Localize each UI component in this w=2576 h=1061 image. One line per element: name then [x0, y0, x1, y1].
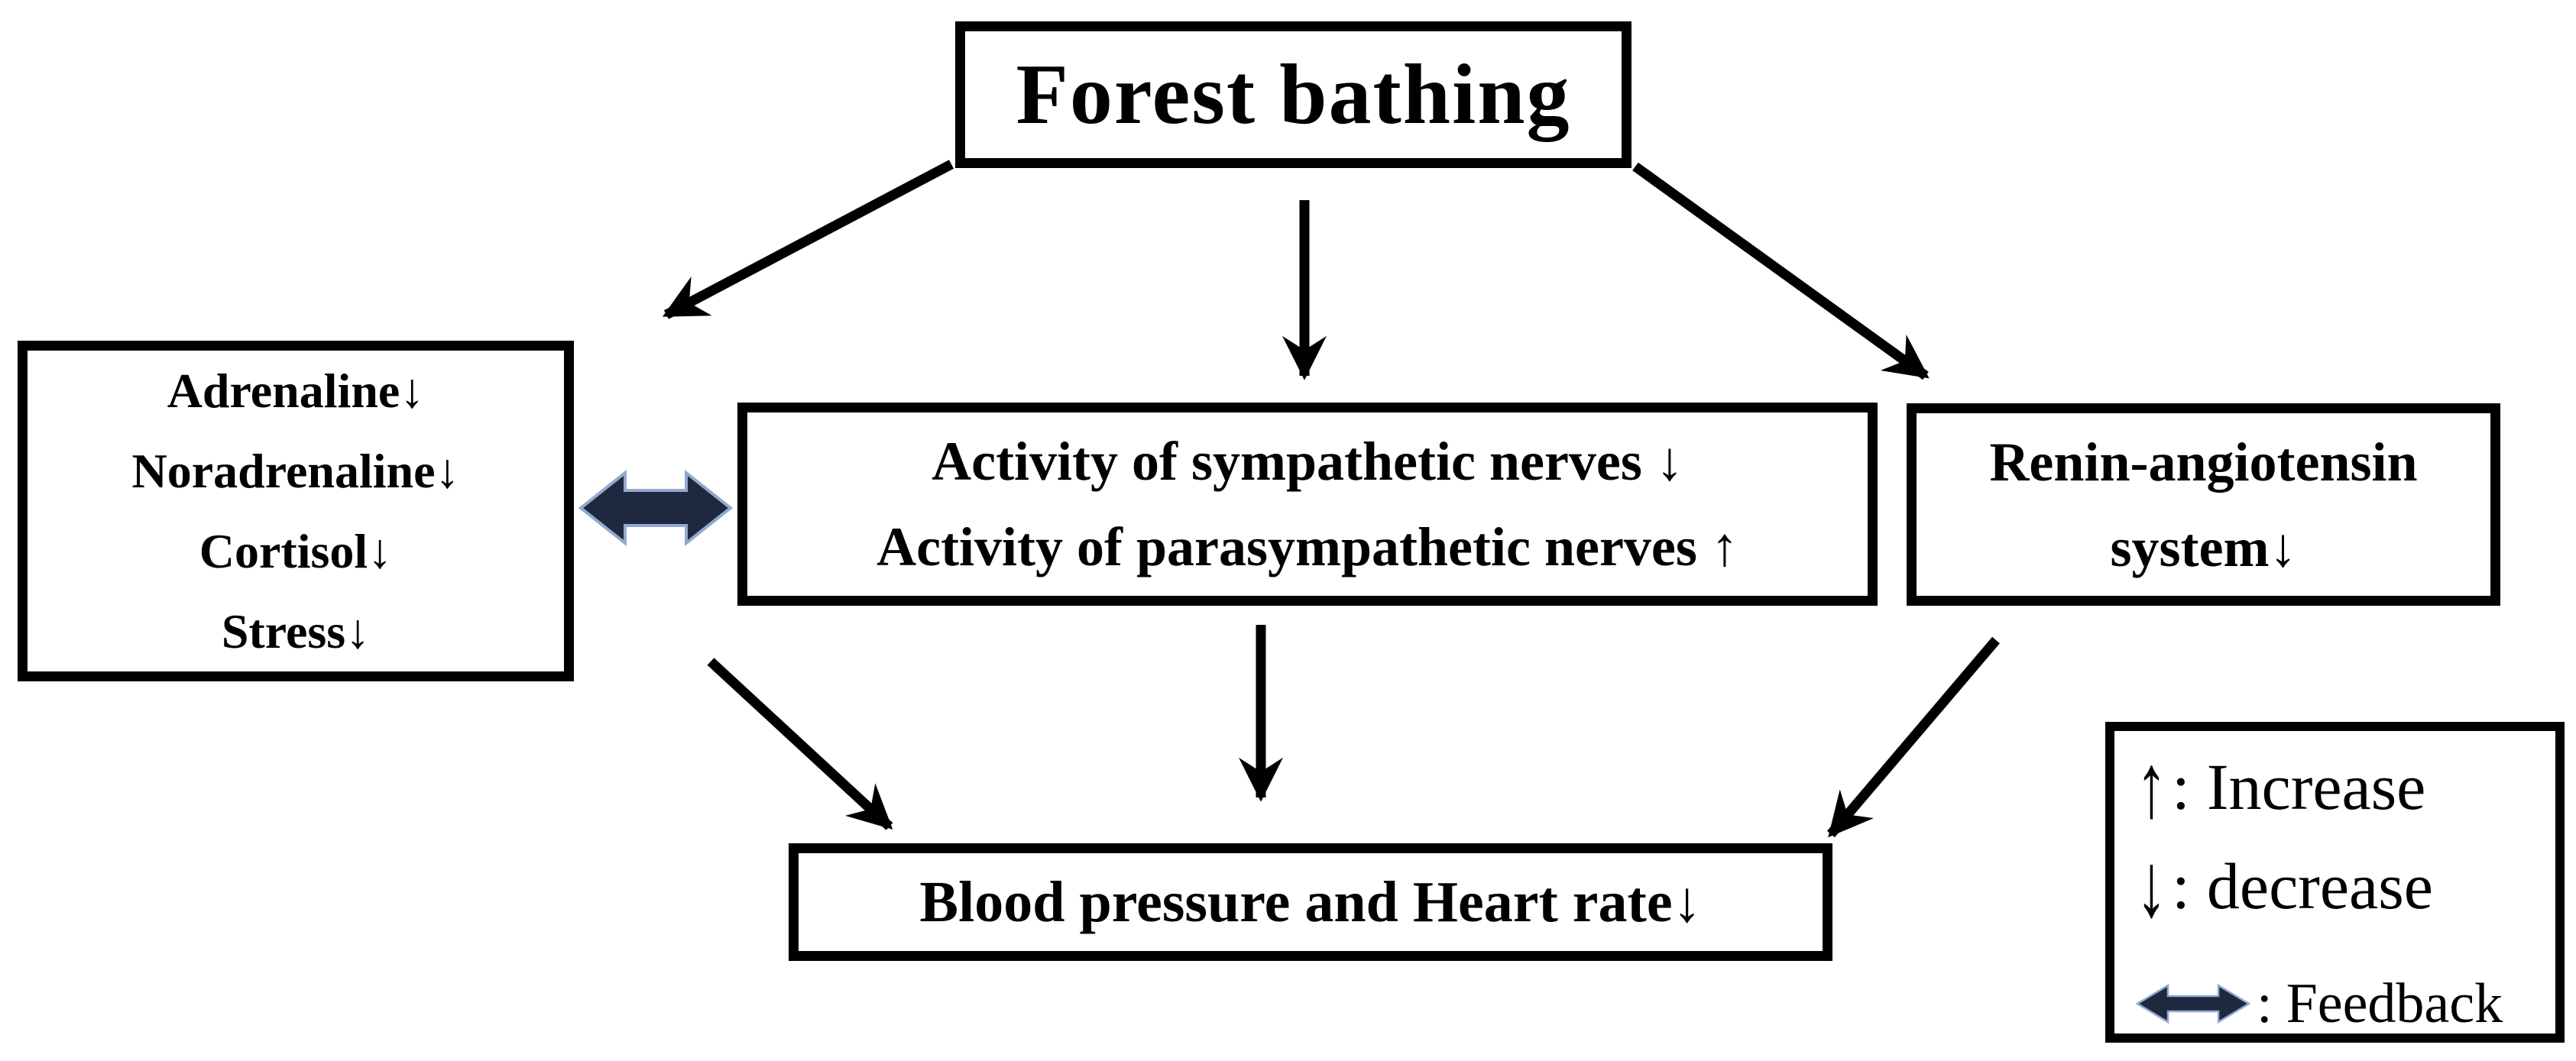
legend-label-feedback: Feedback [2286, 972, 2503, 1035]
node-label-line: Cortisol↓ [199, 524, 393, 578]
legend-label-decrease: decrease [2206, 849, 2433, 923]
arrow-renin-to-outcome [1827, 636, 2000, 838]
node-autonomic-nerves: Activity of sympathetic nerves ↓ Activit… [737, 403, 1878, 606]
legend-box: ↑ : Increase ↓ : decrease : Feedback [2105, 722, 2565, 1043]
arrow-hormones-to-outcome [707, 658, 893, 830]
node-label-line: Noradrenaline↓ [131, 444, 460, 498]
node-label-line: Stress↓ [221, 604, 371, 658]
down-arrow-icon: ↓ [2136, 835, 2167, 936]
node-label: Blood pressure and Heart rate↓ [919, 869, 1702, 934]
arrow-forest-to-hormones [662, 160, 954, 319]
feedback-double-arrow-icon [2136, 983, 2250, 1024]
legend-label-increase: Increase [2206, 750, 2426, 823]
legend-colon: : [2172, 750, 2190, 823]
legend-row-feedback: : Feedback [2136, 954, 2503, 1053]
arrow-forest-to-renin [1632, 162, 1930, 380]
legend-colon: : [2257, 972, 2273, 1035]
node-stress-hormones: Adrenaline↓ Noradrenaline↓ Cortisol↓ Str… [18, 341, 574, 681]
node-renin-angiotensin-system: Renin-angiotensin system↓ [1907, 403, 2500, 606]
up-arrow-icon: ↑ [2136, 736, 2167, 837]
legend-colon: : [2172, 849, 2190, 923]
node-label-line: Activity of sympathetic nerves ↓ [932, 431, 1683, 492]
legend-row-increase: ↑ : Increase [2136, 736, 2426, 837]
node-label: Forest bathing [1016, 47, 1571, 142]
node-label-line: Activity of parasympathetic nerves ↑ [876, 516, 1738, 577]
node-blood-pressure-heart-rate: Blood pressure and Heart rate↓ [789, 843, 1832, 961]
node-forest-bathing: Forest bathing [955, 21, 1631, 168]
feedback-double-arrow [578, 469, 734, 547]
node-label-line: Renin-angiotensin [1989, 431, 2418, 493]
node-label-line: system↓ [2110, 516, 2297, 578]
legend-row-decrease: ↓ : decrease [2136, 835, 2433, 936]
node-label-line: Adrenaline↓ [167, 364, 425, 418]
